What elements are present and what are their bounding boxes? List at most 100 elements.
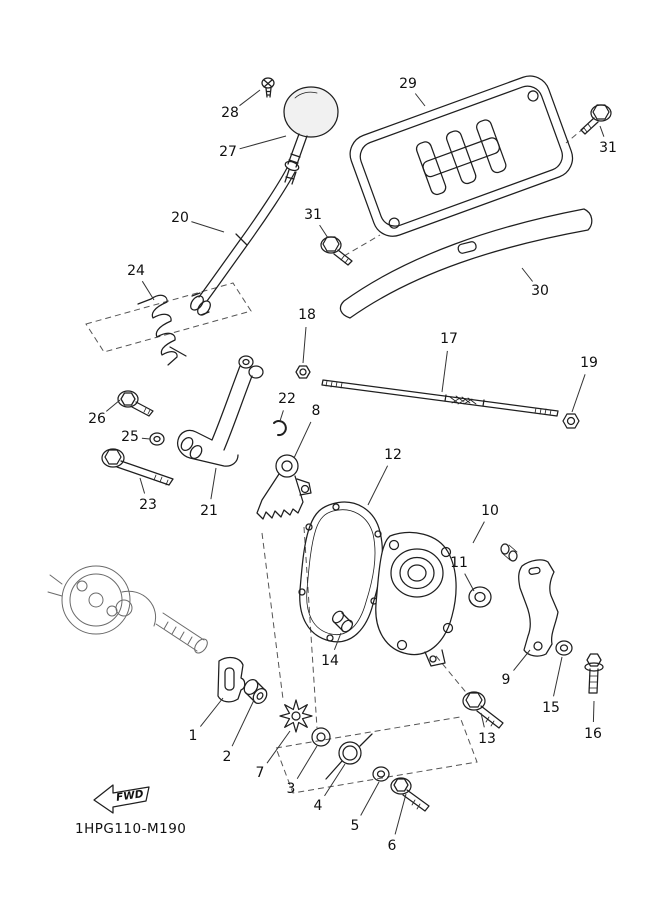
callout-20: 20 <box>171 210 189 226</box>
callout-12: 12 <box>384 447 402 463</box>
part-20-shift-lever <box>190 167 296 316</box>
callout-4: 4 <box>314 798 323 814</box>
callout-leader-29 <box>414 93 426 107</box>
callout-leader-4 <box>324 763 346 797</box>
callout-30: 30 <box>531 283 549 299</box>
part-21-shift-arm <box>176 355 264 467</box>
callout-3: 3 <box>287 781 296 797</box>
crankshaft-reference <box>47 565 208 654</box>
part-16-bolt <box>584 653 604 694</box>
callout-27: 27 <box>219 144 237 160</box>
part-30-cover-plate <box>339 208 593 319</box>
alignment-guides <box>85 127 585 794</box>
part-31-bolt-right <box>580 104 612 135</box>
part-23-bolt <box>101 448 174 486</box>
callout-leader-9 <box>513 649 531 671</box>
fwd-marker: FWD <box>93 784 150 814</box>
part-22-clip <box>273 420 287 437</box>
callout-8: 8 <box>312 403 321 419</box>
part-9-bracket <box>518 559 559 657</box>
callout-24: 24 <box>127 263 145 279</box>
part-27-shift-knob <box>283 86 339 185</box>
callout-leader-7 <box>266 730 291 764</box>
callout-28: 28 <box>221 105 239 121</box>
callout-5: 5 <box>351 818 360 834</box>
callout-leader-16 <box>592 700 595 723</box>
callout-leader-20 <box>191 221 225 233</box>
part-3-washer <box>311 727 331 747</box>
callout-leader-14 <box>333 632 342 650</box>
callout-leader-12 <box>367 465 389 506</box>
part-6-bolt <box>390 777 430 812</box>
callout-leader-21 <box>210 467 217 500</box>
callout-leader-22 <box>279 410 284 422</box>
callout-13: 13 <box>478 731 496 747</box>
part-13-bolt <box>462 691 504 729</box>
callout-leader-31 <box>319 224 329 239</box>
callout-21: 21 <box>200 503 218 519</box>
callout-29: 29 <box>399 76 417 92</box>
callout-17: 17 <box>440 331 458 347</box>
callout-leader-6 <box>394 793 407 835</box>
part-2-collar <box>243 678 268 705</box>
callout-leader-15 <box>553 656 563 697</box>
callout-10: 10 <box>481 503 499 519</box>
callout-leader-3 <box>296 745 318 779</box>
callout-31: 31 <box>599 140 617 156</box>
part-5-washer <box>372 766 390 782</box>
callout-26: 26 <box>88 411 106 427</box>
callout-18: 18 <box>298 307 316 323</box>
callout-leader-27 <box>239 135 287 150</box>
callout-leader-30 <box>521 267 533 282</box>
callout-leader-28 <box>239 89 261 107</box>
callout-19: 19 <box>580 355 598 371</box>
callout-23: 23 <box>139 497 157 513</box>
callout-14: 14 <box>321 653 339 669</box>
part-12-gasket <box>298 501 384 643</box>
callout-31: 31 <box>304 207 322 223</box>
callout-16: 16 <box>584 726 602 742</box>
part-24-spring <box>137 294 187 366</box>
part-7-star-wheel <box>279 699 313 733</box>
callout-leader-19 <box>571 374 586 413</box>
callout-11: 11 <box>450 555 468 571</box>
callout-leader-11 <box>464 573 475 592</box>
callout-leader-25 <box>141 437 151 440</box>
callout-leader-23 <box>139 477 146 494</box>
part-14-dowel-pin <box>331 610 354 633</box>
callout-6: 6 <box>388 838 397 854</box>
part-28-screw <box>261 77 275 98</box>
part-15-washer <box>555 640 573 656</box>
callout-15: 15 <box>542 700 560 716</box>
callout-leader-26 <box>105 399 121 412</box>
diagram-code: 1HPG110-M190 <box>75 821 186 837</box>
callout-leader-8 <box>293 421 312 459</box>
part-11-seal <box>468 586 492 608</box>
fwd-label: FWD <box>115 788 144 804</box>
part-8-sector-plate <box>256 454 312 520</box>
callout-2: 2 <box>223 749 232 765</box>
callout-leader-18 <box>302 326 307 364</box>
part-1-guide <box>217 656 246 703</box>
callout-leader-31 <box>599 125 605 137</box>
callout-leader-5 <box>360 781 380 816</box>
part-26-bolt <box>117 390 154 417</box>
part-18-nut <box>295 365 311 379</box>
part-29-shift-panel <box>349 75 574 237</box>
callout-9: 9 <box>502 672 511 688</box>
callout-leader-1 <box>200 697 224 727</box>
part-31-bolt-left <box>320 236 353 266</box>
part-10-cover <box>375 531 518 667</box>
part-17-shift-rod <box>321 379 559 417</box>
callout-leader-13 <box>480 712 485 728</box>
callout-25: 25 <box>121 429 139 445</box>
callout-7: 7 <box>256 765 265 781</box>
callout-1: 1 <box>189 728 198 744</box>
callout-leader-10 <box>472 521 485 544</box>
part-25-washer <box>149 432 165 446</box>
callout-leader-2 <box>231 699 255 747</box>
callout-22: 22 <box>278 391 296 407</box>
